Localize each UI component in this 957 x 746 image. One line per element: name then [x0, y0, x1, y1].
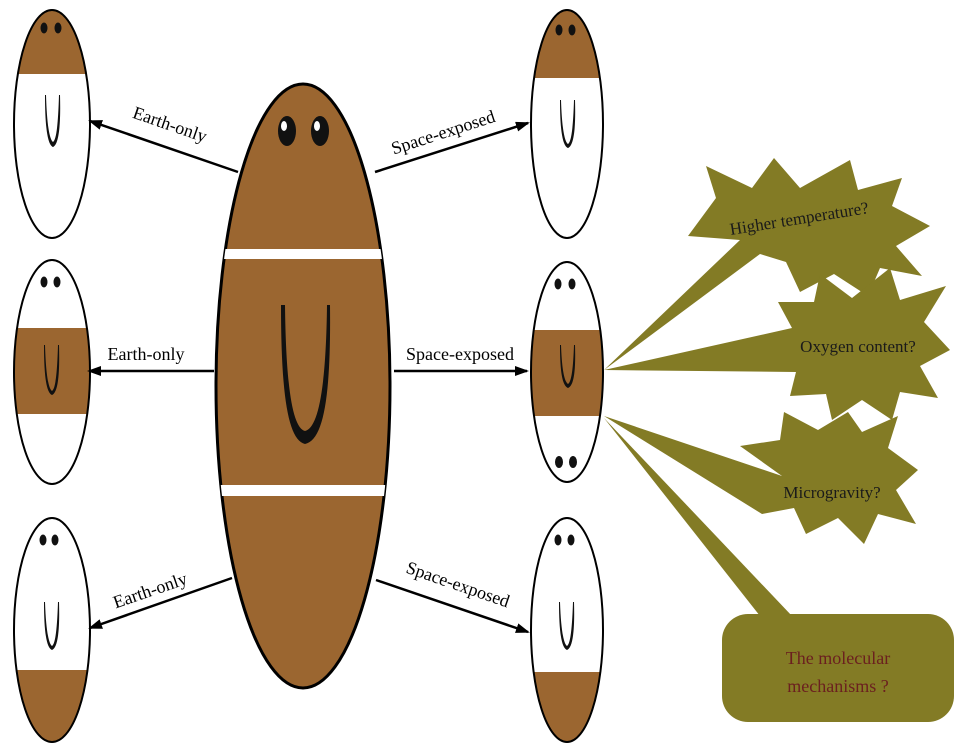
label-space-exposed-bottom: Space-exposed	[404, 557, 513, 611]
question-microgravity: Microgravity?	[783, 483, 880, 502]
left-eye	[278, 116, 296, 146]
mechanisms-line-2: mechanisms ?	[787, 676, 888, 696]
callout-microgravity: Microgravity?	[604, 412, 918, 544]
callout-oxygen-content: Oxygen content?	[604, 268, 950, 420]
mechanisms-line-1: The molecular	[786, 648, 890, 668]
cut-line-lower	[200, 485, 410, 496]
question-oxygen-content: Oxygen content?	[800, 337, 916, 356]
space-worm-double-headed-fragment	[525, 262, 615, 482]
label-space-exposed-middle: Space-exposed	[406, 344, 514, 364]
space-worm-tail-fragment	[525, 518, 615, 746]
space-worm-head-fragment	[525, 8, 615, 238]
mechanisms-box	[722, 614, 954, 722]
earth-worm-trunk-fragment	[10, 260, 100, 484]
earth-worm-tail-fragment	[10, 518, 100, 746]
label-earth-only-middle: Earth-only	[108, 344, 185, 364]
right-eye	[311, 116, 329, 146]
cut-line-upper	[200, 249, 410, 259]
central-planarian	[200, 84, 410, 688]
earth-worm-head-fragment	[10, 8, 100, 238]
